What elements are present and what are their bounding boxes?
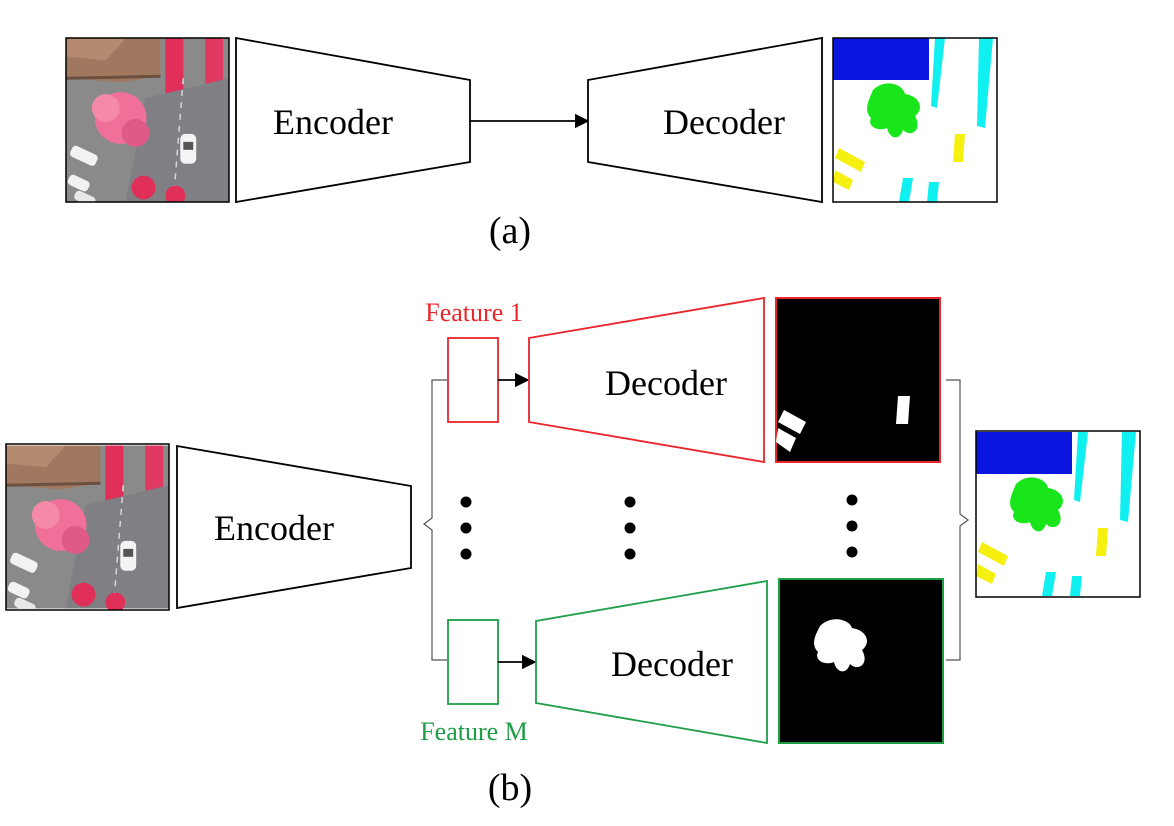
feature-m-label: Feature M [420,717,528,746]
ellipsis-features [460,496,472,560]
segmentation-map-icon [832,37,998,203]
left-brace [423,379,447,661]
panel-b: Encoder Feature 1 Decoder [5,296,1141,809]
encoder-label-a: Encoder [273,102,393,142]
ellipsis-masks [846,494,858,558]
segmentation-map-icon [975,430,1141,598]
binary-mask-icon [778,578,944,744]
decoder-block-bottom [535,579,768,745]
decoder-block-a [587,36,823,204]
right-brace [946,379,969,661]
caption-a: (a) [489,210,531,252]
ellipsis-decoders [624,496,636,560]
encoder-block-b [176,444,412,610]
feature-1-label: Feature 1 [425,298,522,327]
feature-m-box [447,619,499,705]
binary-mask-icon [775,297,941,463]
decoder-label-bottom: Decoder [611,644,733,684]
encoder-label-b: Encoder [214,508,334,548]
aerial-photo-icon [65,37,230,203]
encoder-block-a [235,36,471,204]
caption-b: (b) [488,767,532,809]
aerial-photo-icon [5,443,170,611]
panel-a: Encoder Decoder (a) [65,36,998,252]
decoder-label-a: Decoder [663,102,785,142]
feature-1-box [447,337,499,423]
decoder-label-top: Decoder [605,363,727,403]
decoder-block-top [528,296,765,464]
